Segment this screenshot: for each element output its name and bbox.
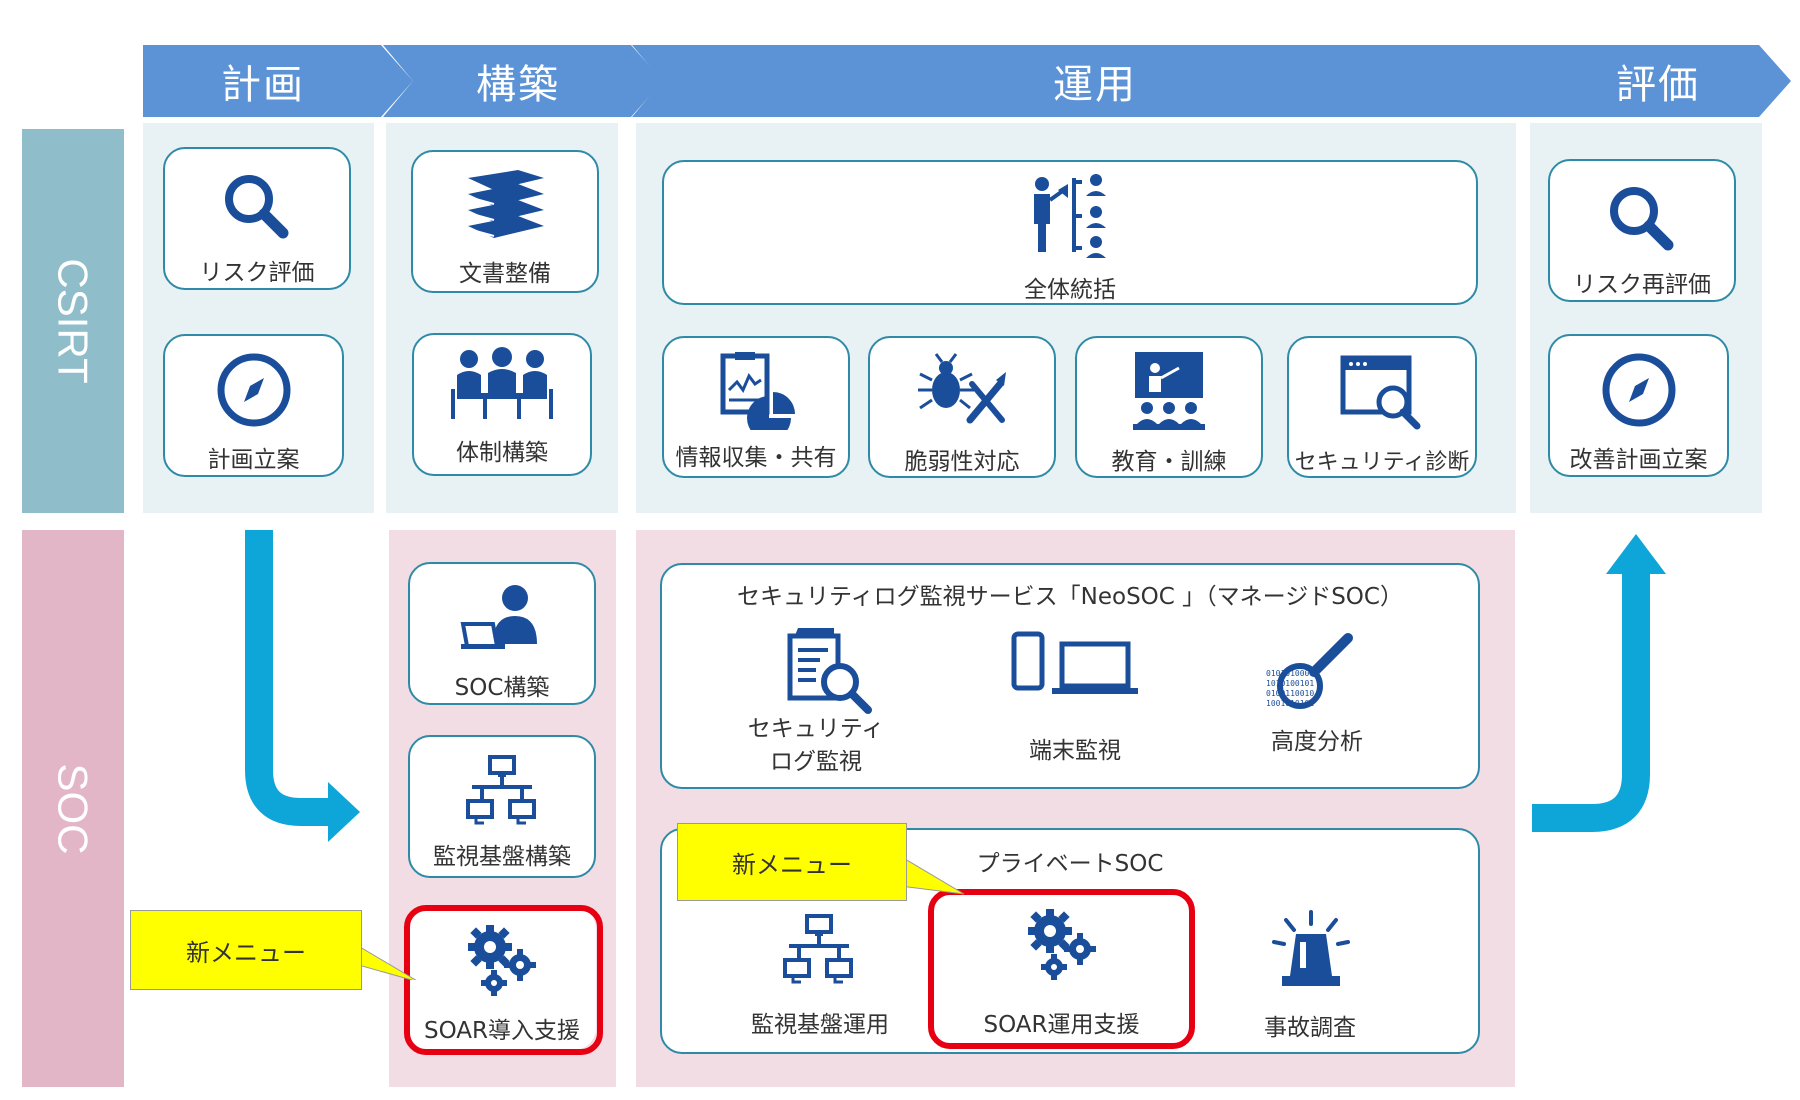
- private-soc-title: プライベートSOC: [976, 851, 1164, 877]
- card-organization[interactable]: 体制構築: [412, 333, 592, 476]
- card-soar-intro[interactable]: SOAR導入支援: [408, 907, 596, 1050]
- label-info-sharing: 情報収集・共有: [675, 445, 837, 471]
- pc-operator-icon: [460, 585, 537, 649]
- label-vulnerability: 脆弱性対応: [904, 449, 1020, 475]
- card-documentation[interactable]: 文書整備: [411, 150, 599, 293]
- network-icon: [466, 755, 536, 825]
- new-menu-note-2: 新メニュー: [677, 823, 907, 901]
- label-security-log-monitoring-text: セキュリティ ログ監視: [747, 716, 885, 775]
- document-search-icon: [787, 628, 872, 714]
- card-training[interactable]: 教育・訓練: [1075, 336, 1263, 478]
- svg-text:0100110010: 0100110010: [1266, 689, 1314, 698]
- svg-text:0101010001: 0101010001: [1266, 669, 1314, 678]
- label-organization: 体制構築: [456, 440, 548, 466]
- highlight-soar-ops[interactable]: SOAR運用支援: [928, 889, 1195, 1049]
- label-soc-build: SOC構築: [454, 675, 550, 701]
- network-icon: [783, 914, 853, 984]
- phase-plan-label: 計画: [221, 62, 305, 108]
- bug-wrench-icon: [918, 353, 1006, 424]
- phase-operate: 運用: [632, 45, 1558, 117]
- label-training: 教育・訓練: [1111, 449, 1227, 475]
- row-soc-label: SOC: [49, 762, 97, 855]
- search-icon: [225, 175, 289, 239]
- card-plan-drafting[interactable]: 計画立案: [163, 334, 344, 477]
- note-pointer-2: [900, 856, 965, 895]
- label-documentation: 文書整備: [459, 261, 551, 287]
- card-monitoring-platform-build[interactable]: 監視基盤構築: [408, 735, 596, 878]
- report-chart-icon: [720, 352, 795, 430]
- card-overall-control[interactable]: 全体統括: [662, 160, 1478, 305]
- card-soc-build[interactable]: SOC構築: [408, 562, 596, 705]
- books-icon: [468, 170, 544, 238]
- gears-icon: [468, 925, 536, 996]
- phase-build: 構築: [383, 45, 663, 117]
- alert-light-icon: [1272, 910, 1350, 986]
- note-pointer-1: [355, 943, 417, 980]
- row-csirt-label: CSIRT: [50, 258, 97, 384]
- card-improvement-plan[interactable]: 改善計画立案: [1548, 334, 1729, 477]
- label-risk-reassessment: リスク再評価: [1573, 272, 1711, 298]
- compass-icon: [1602, 353, 1675, 427]
- phase-build-label: 構築: [476, 62, 560, 108]
- label-endpoint-monitoring: 端末監視: [1029, 738, 1121, 764]
- label-security-log-monitoring: セキュリティ ログ監視: [720, 713, 912, 779]
- flow-arrow-to-evaluate: [1532, 534, 1666, 832]
- svg-text:1010100101: 1010100101: [1266, 679, 1314, 688]
- flow-arrow-plan-to-build: [245, 530, 360, 842]
- card-security-diagnosis[interactable]: セキュリティ診断: [1287, 336, 1477, 478]
- label-advanced-analysis: 高度分析: [1271, 729, 1363, 755]
- highlight-soar-intro: [404, 905, 603, 1055]
- label-soar-intro: SOAR導入支援: [423, 1018, 580, 1044]
- row-soc: SOC: [22, 530, 124, 1087]
- label-incident-investigation: 事故調査: [1264, 1015, 1356, 1041]
- label-risk-assessment: リスク評価: [199, 260, 315, 286]
- card-info-sharing[interactable]: 情報収集・共有: [662, 336, 850, 478]
- label-plan-drafting: 計画立案: [207, 447, 300, 473]
- gears-icon: [1027, 909, 1096, 980]
- compass-icon: [217, 353, 290, 427]
- devices-icon: [1011, 631, 1138, 694]
- label-improvement-plan: 改善計画立案: [1569, 447, 1708, 473]
- phase-evaluate: 評価: [1525, 45, 1791, 117]
- search-icon: [1610, 187, 1674, 251]
- phase-plan: 計画: [143, 45, 413, 117]
- phase-evaluate-label: 評価: [1616, 62, 1700, 108]
- card-risk-reassessment[interactable]: リスク再評価: [1548, 159, 1736, 302]
- card-vulnerability[interactable]: 脆弱性対応: [868, 336, 1056, 478]
- card-risk-assessment[interactable]: リスク評価: [163, 147, 351, 290]
- label-overall-control: 全体統括: [1024, 277, 1116, 303]
- new-menu-note-1: 新メニュー: [130, 910, 362, 990]
- label-soar-ops: SOAR運用支援: [983, 1012, 1140, 1038]
- classroom-icon: [1133, 352, 1205, 430]
- presenter-org-icon: [1034, 174, 1106, 258]
- label-security-diagnosis: セキュリティ診断: [1294, 450, 1470, 475]
- label-monitoring-platform-build: 監視基盤構築: [433, 844, 571, 870]
- team-meeting-icon: [451, 347, 553, 419]
- label-monitoring-platform-ops: 監視基盤運用: [751, 1012, 889, 1038]
- browser-search-icon: [1340, 355, 1421, 430]
- phase-operate-label: 運用: [1053, 62, 1137, 108]
- row-csirt: CSIRT: [22, 129, 124, 513]
- managed-soc-title: セキュリティログ監視サービス「NeoSOC 」（マネージドSOC）: [737, 584, 1403, 610]
